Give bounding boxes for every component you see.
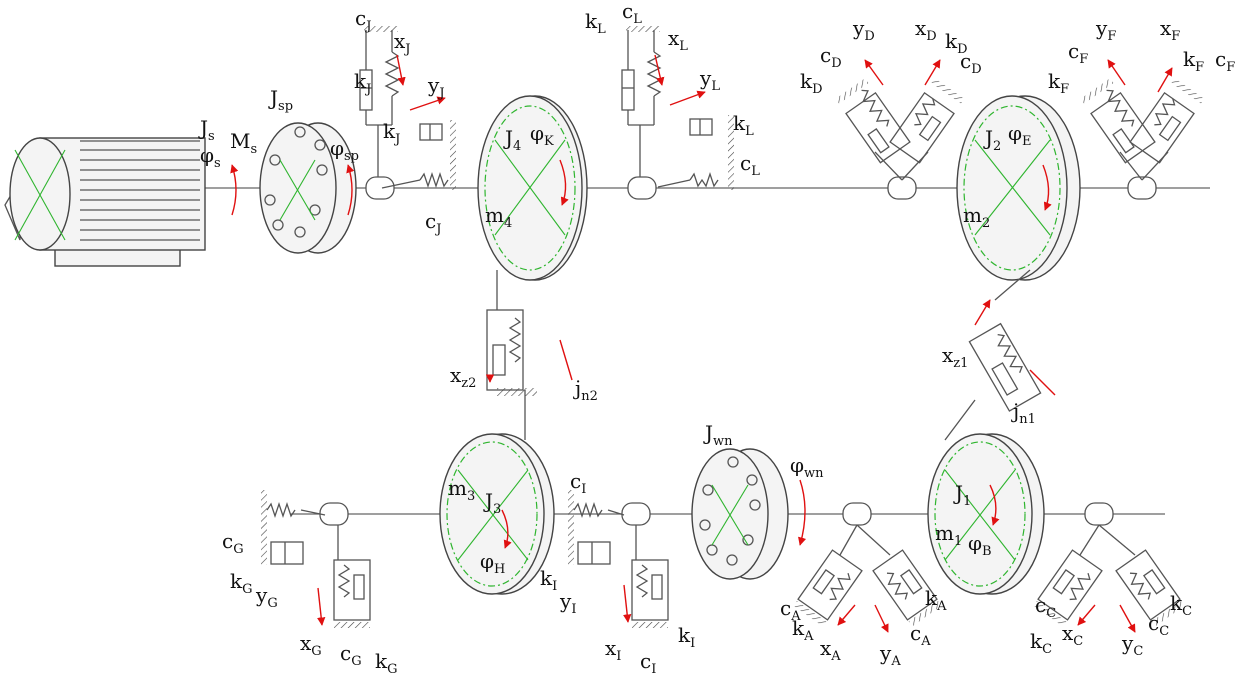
label-gear4-m: m4 xyxy=(485,203,512,231)
label-bearing-G-x: xG xyxy=(300,631,322,659)
label-bearing-A-x: xA xyxy=(820,636,841,664)
label-gear1-m: m1 xyxy=(935,521,962,549)
label-bearing-L-c2: cL xyxy=(740,151,760,179)
label-motor-J: Js xyxy=(198,116,215,144)
label-bearing-J-x: xJ xyxy=(394,29,411,57)
label-bearing-F-k2: kF xyxy=(1183,47,1204,75)
label-mesh2-x: xz2 xyxy=(450,363,476,391)
label-bearing-D-c1: cD xyxy=(820,43,842,71)
label-gear3-J: J3 xyxy=(483,489,501,517)
label-gear2-m: m2 xyxy=(963,203,990,231)
label-bearing-I-y: yI xyxy=(559,589,576,617)
label-mesh2-j: jn2 xyxy=(573,376,598,404)
coupling-wn xyxy=(691,448,789,580)
label-bearing-J-c1: cJ xyxy=(355,6,371,34)
label-bearing-F-y: yF xyxy=(1095,16,1116,44)
label-bearing-A-k2: kA xyxy=(925,586,947,614)
label-bearing-C-c2: cC xyxy=(1148,611,1169,639)
label-bearing-C-k1: kC xyxy=(1030,629,1052,657)
label-bearing-J-y: yJ xyxy=(427,73,445,101)
label-bearing-L-k1: kL xyxy=(585,9,606,37)
label-bearing-G-c1: cG xyxy=(222,529,244,557)
label-bearing-D-y: yD xyxy=(852,16,875,44)
label-bearing-I-c1: cI xyxy=(570,469,586,497)
label-motor-phi: φs xyxy=(200,143,221,171)
label-bearing-G-k2: kG xyxy=(375,649,398,677)
label-bearing-L-k2: kL xyxy=(733,111,754,139)
label-gear3-phi: φH xyxy=(480,549,505,577)
label-bearing-D-c2: cD xyxy=(960,49,982,77)
label-bearing-F-c2: cF xyxy=(1215,47,1235,75)
label-gear2-phi: φE xyxy=(1008,121,1032,149)
label-bearing-A-c1: cA xyxy=(780,596,801,624)
label-gear4-J: J4 xyxy=(503,126,521,154)
bearing-sleeves xyxy=(319,176,1157,526)
label-bearing-J-k1: kJ xyxy=(354,69,371,97)
gear-2 xyxy=(956,95,1081,281)
label-bearing-L-x: xL xyxy=(668,26,688,54)
label-mesh1-x: xz1 xyxy=(942,343,968,371)
spring-damper-units xyxy=(261,26,1205,628)
label-bearing-D-k1: kD xyxy=(800,69,823,97)
gear-4 xyxy=(477,95,588,281)
gear-3 xyxy=(439,433,555,595)
label-bearing-J-k2: kJ xyxy=(383,119,400,147)
label-bearing-L-c1: cL xyxy=(622,0,642,27)
label-bearing-I-x: xI xyxy=(605,636,621,664)
label-bearing-F-k1: kF xyxy=(1048,69,1069,97)
label-motor-M: Ms xyxy=(230,129,257,157)
label-mesh1-j: jn1 xyxy=(1011,399,1036,427)
label-gear1-phi: φB xyxy=(968,531,992,559)
motion-arrows xyxy=(230,54,1173,633)
label-bearing-A-y: yA xyxy=(879,641,901,669)
label-bearing-I-c2: cI xyxy=(640,649,656,677)
coupling-sp xyxy=(259,122,357,254)
label-bearing-A-k1: kA xyxy=(792,616,814,644)
label-bearing-G-k1: kG xyxy=(230,569,253,597)
label-bearing-D-k2: kD xyxy=(945,29,968,57)
label-coupling-wn-J: Jwn xyxy=(703,421,733,449)
label-bearing-C-k2: kC xyxy=(1170,591,1192,619)
label-coupling-wn-phi: φwn xyxy=(790,453,824,481)
gear-1 xyxy=(927,433,1045,595)
label-gear4-phi: φK xyxy=(530,121,554,149)
label-bearing-I-k1: kI xyxy=(540,566,557,594)
label-bearing-C-y: yC xyxy=(1121,631,1143,659)
label-bearing-I-k2: kI xyxy=(678,623,695,651)
label-bearing-J-c2: cJ xyxy=(425,209,441,237)
label-gear2-J: J2 xyxy=(983,126,1001,154)
electric-motor xyxy=(4,137,206,267)
label-gear1-J: J1 xyxy=(953,481,971,509)
label-bearing-L-y: yL xyxy=(699,66,720,94)
label-bearing-G-c2: cG xyxy=(340,641,362,669)
label-bearing-C-x: xC xyxy=(1062,621,1083,649)
label-bearing-A-c2: cA xyxy=(910,621,931,649)
label-bearing-F-c1: cF xyxy=(1068,39,1088,67)
label-bearing-G-y: yG xyxy=(255,583,278,611)
label-bearing-F-x: xF xyxy=(1160,16,1180,44)
label-coupling-sp-J: Jsp xyxy=(268,86,293,114)
label-gear3-m: m3 xyxy=(448,476,475,504)
label-coupling-sp-phi: φsp xyxy=(330,136,359,164)
label-bearing-D-x: xD xyxy=(915,16,937,44)
symbol-labels: Js φs Ms Jsp φsp Jwn φwn J4 φK m4 J2 φE … xyxy=(198,0,1235,677)
label-bearing-C-c1: cC xyxy=(1035,593,1056,621)
